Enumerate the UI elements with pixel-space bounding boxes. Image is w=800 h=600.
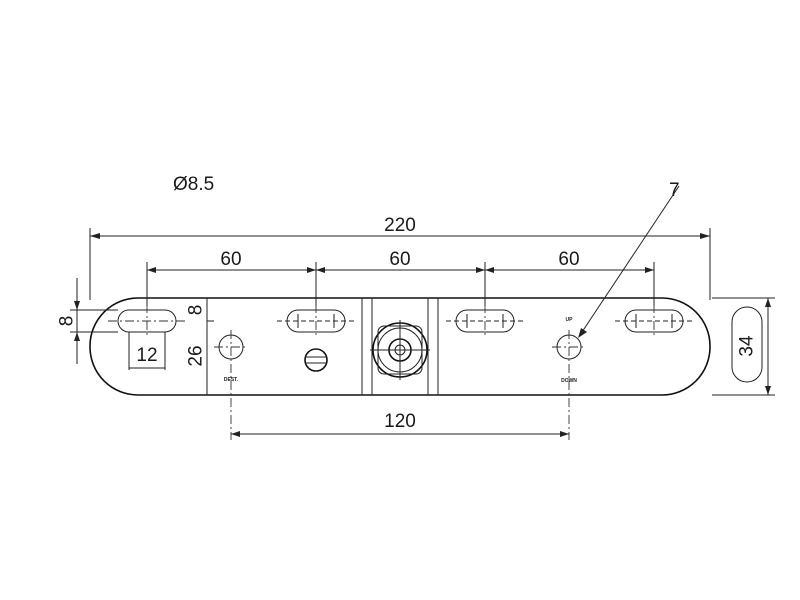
label-callout: 7 [669,180,680,201]
hole-right [552,330,586,440]
label-hole-diameter: Ø8.5 [173,174,214,195]
slot-1 [108,304,186,338]
label-hole-spacing: 120 [384,411,416,432]
hole-left [214,330,248,440]
label-slot-pitch-2: 60 [389,249,410,270]
callout-leader [578,185,680,338]
dimension-overall-length [89,228,711,300]
label-overall-length: 220 [384,215,416,236]
mark-right-bottom: DOWN [561,378,577,384]
dimension-hole-spacing [231,431,569,437]
dimension-slot-length [128,332,166,370]
slot-2 [277,304,355,338]
mark-right-top: UP [566,317,574,323]
label-slot-width-right: 8 [186,305,207,316]
label-hole-offset: 26 [186,345,207,366]
screw-head [304,348,328,372]
dimension-slot-pitch [146,262,655,306]
dimension-slot-width-left [70,278,118,364]
plate-body [89,297,711,396]
label-slot-pitch-3: 60 [558,249,579,270]
label-slot-pitch-1: 60 [220,249,241,270]
label-slot-length: 12 [136,345,157,366]
slot-4 [615,304,693,338]
label-end-view-height: 34 [737,335,758,357]
label-slot-width-left: 8 [57,316,78,327]
cylinder-lock [370,320,430,380]
slot-3 [446,304,524,338]
mark-left: DEST. [224,377,239,383]
end-view [712,297,775,396]
